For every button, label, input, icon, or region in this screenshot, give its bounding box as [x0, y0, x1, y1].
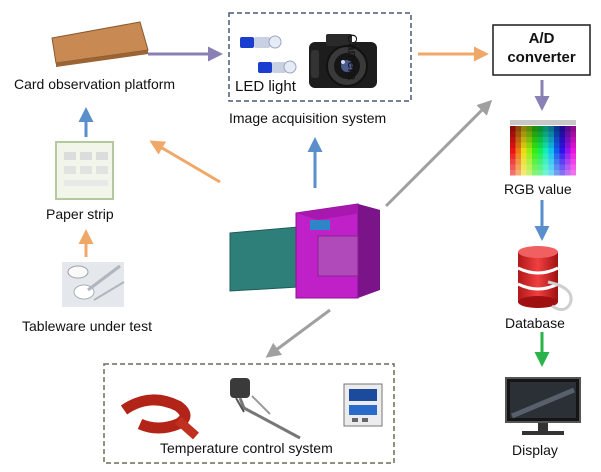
ad-converter-box [492, 24, 591, 76]
paper-strip-image [55, 141, 114, 200]
camera-label: Camera [345, 34, 360, 81]
arrow-cabinet-to-paper-strip [149, 140, 221, 184]
tableware-label: Tableware under test [22, 318, 152, 334]
temperature-control-label: Temperature control system [160, 440, 333, 456]
led-light-icon [240, 35, 297, 74]
display-label: Display [512, 442, 558, 458]
image-acquisition-box [228, 12, 412, 102]
database-label: Database [505, 315, 565, 331]
incubator-cabinet-image [229, 203, 380, 299]
camera-icon [309, 34, 377, 88]
arrow-cabinet-to-temperature-control [265, 308, 331, 358]
card-platform-image [51, 21, 149, 67]
display-icon [505, 377, 581, 435]
led-light-label: LED light [235, 78, 296, 95]
temperature-controller-icon [343, 383, 383, 427]
image-acquisition-label: Image acquisition system [229, 110, 387, 126]
arrow-cabinet-to-ad-converter [384, 99, 493, 208]
paper-strip-label: Paper strip [46, 206, 114, 222]
heating-belt-icon [120, 394, 199, 440]
temperature-control-box [103, 363, 395, 464]
card-platform-label: Card observation platform [14, 76, 176, 92]
rgb-value-label: RGB value [504, 181, 572, 197]
ad-converter-label-line2: converter [507, 49, 576, 66]
tableware-image [62, 262, 125, 307]
rgb-palette-image [510, 120, 576, 176]
ad-converter-label-line1: A/D [528, 30, 555, 47]
temperature-probe-icon [230, 378, 301, 440]
database-icon [517, 246, 573, 311]
